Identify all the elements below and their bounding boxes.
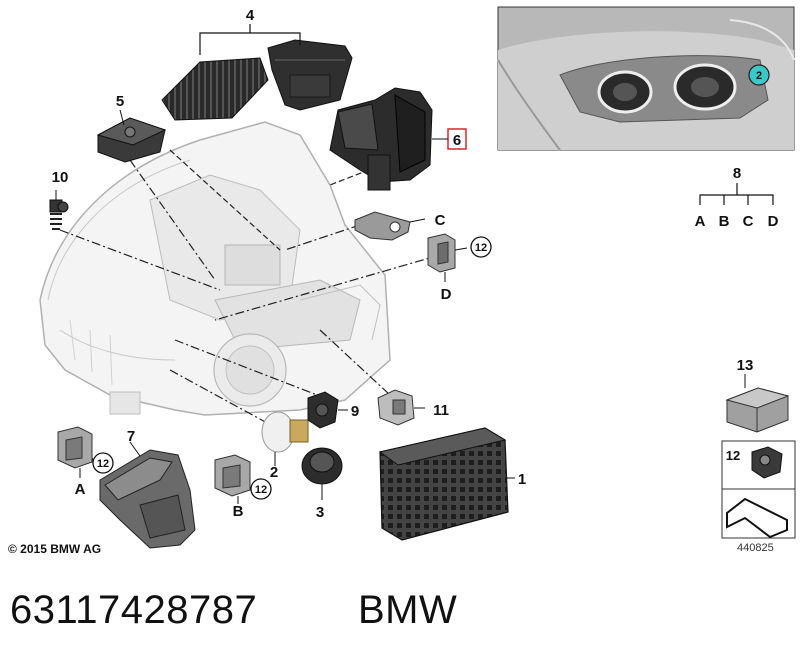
diagram-id: 440825 (737, 542, 774, 554)
part-1-control-module (378, 427, 515, 541)
part-d-clip (427, 233, 468, 282)
callout-4: 4 (246, 7, 255, 24)
part-4-headlight-cover (161, 39, 353, 121)
callout-9: 9 (351, 403, 359, 420)
callout-3: 3 (316, 504, 324, 521)
tree-letter-d: D (768, 213, 779, 230)
letter-b: B (233, 503, 244, 520)
callout-7: 7 (127, 428, 135, 445)
part-number: 63117428787 (10, 588, 258, 632)
part-3-cap (301, 447, 343, 500)
part-7-bracket (99, 441, 196, 549)
callout-12-circle-a (92, 452, 114, 474)
tree-letter-c: C (743, 213, 754, 230)
letter-a: A (75, 481, 86, 498)
callout-10: 10 (52, 169, 69, 186)
brand-name: BMW (358, 588, 458, 632)
part-8-set-tree: 8 A B C D (695, 165, 779, 230)
part-6-headlight-projector (329, 87, 433, 191)
headlight-housing (39, 121, 391, 416)
callout-5: 5 (116, 93, 124, 110)
tree-letter-b: B (719, 213, 730, 230)
callout-8: 8 (733, 165, 741, 182)
callout-13: 13 (737, 357, 754, 374)
inset-vehicle-view: 2 (497, 6, 795, 151)
part-9-socket (307, 391, 348, 429)
callout-labels: 4 5 6 10 C 12 D 9 11 7 12 A 12 B 2 3 1 (52, 7, 527, 521)
legend-item-label: 12 (726, 448, 740, 463)
inset-marker (748, 64, 770, 86)
legend-panel: 12 (721, 440, 796, 539)
part-13-package: 13 (725, 357, 790, 433)
part-c-bracket (354, 211, 426, 241)
letter-d: D (441, 286, 452, 303)
leader-lines (59, 149, 441, 431)
letter-c: C (435, 212, 446, 229)
callout-12-a: 12 (97, 458, 109, 470)
callout-2: 2 (270, 464, 278, 481)
tree-letter-a: A (695, 213, 706, 230)
callout-12-b: 12 (255, 484, 267, 496)
callout-1: 1 (518, 471, 526, 488)
part-11-bulb-holder (377, 389, 425, 426)
callout-12-circle-d (470, 236, 492, 258)
copyright-notice: © 2015 BMW AG (8, 542, 102, 556)
inset-marker-label: 2 (756, 70, 762, 82)
part-10-screw (49, 190, 69, 230)
callout-12-circle-b (250, 478, 272, 500)
part-a-clip (57, 426, 95, 478)
part-b-clip (214, 454, 251, 504)
callout-6: 6 (453, 132, 461, 149)
callout-11: 11 (433, 402, 449, 419)
part-5-mounting-box (96, 117, 167, 163)
part-2-bulb (261, 411, 309, 466)
callout-12-d: 12 (475, 242, 487, 254)
